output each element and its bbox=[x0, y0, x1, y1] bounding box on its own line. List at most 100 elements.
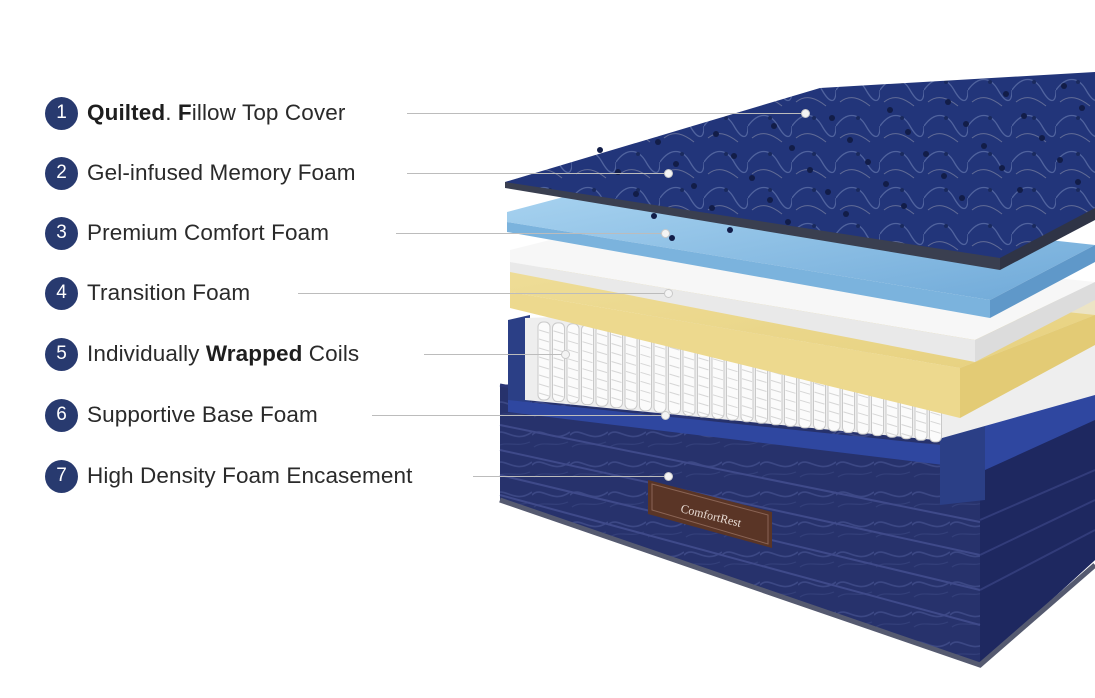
coil-wrap-line bbox=[915, 419, 927, 424]
quilt-tuft bbox=[883, 181, 889, 187]
coil-wrap-line bbox=[799, 399, 811, 404]
coil-wrap-line bbox=[843, 393, 854, 398]
coil-wrap-line bbox=[567, 394, 579, 399]
quilt-tuft bbox=[887, 107, 893, 113]
coil-wrap-line bbox=[553, 393, 564, 398]
coil-wrap-line bbox=[582, 341, 593, 346]
coil-wrap-line bbox=[611, 361, 622, 365]
quilt-tuft bbox=[749, 175, 755, 181]
leader-line bbox=[473, 476, 668, 477]
callout-label-segment: Gel-infused Memory Foam bbox=[87, 160, 356, 185]
quilt-tuft bbox=[1017, 187, 1023, 193]
leader-dot bbox=[664, 289, 673, 298]
coil-wrap-line bbox=[741, 414, 753, 419]
leader-dot bbox=[661, 411, 670, 420]
coil-wrap-line bbox=[669, 382, 680, 387]
quilt-tuft bbox=[597, 147, 603, 153]
coil-wrap-line bbox=[712, 367, 724, 372]
coil-wrap-line bbox=[611, 334, 622, 338]
coil-wrap-line bbox=[698, 384, 709, 389]
leader-dot bbox=[664, 472, 673, 481]
leader-dot bbox=[661, 229, 670, 238]
coil-wrap-line bbox=[712, 403, 724, 408]
coil-wrap-line bbox=[756, 370, 767, 374]
coil-wrap-line bbox=[857, 403, 869, 408]
coil-wrap-line bbox=[654, 363, 666, 368]
quilt-tuft bbox=[727, 227, 733, 233]
coil-wrap-line bbox=[785, 407, 796, 412]
coil-wrap-line bbox=[625, 388, 637, 393]
coil-wrap-line bbox=[741, 378, 753, 383]
coil-wrap-line bbox=[567, 349, 579, 354]
coil-wrap-line bbox=[553, 339, 564, 344]
callout-number-badge: 1 bbox=[45, 96, 78, 130]
callout-number-badge: 2 bbox=[45, 156, 78, 190]
coil-wrap-line bbox=[654, 372, 666, 377]
coil-wrap-line bbox=[596, 387, 608, 392]
coil-wrap-line bbox=[582, 359, 593, 364]
quilt-tuft bbox=[945, 99, 951, 105]
coil-wrap-line bbox=[538, 329, 550, 334]
coil-wrap-line bbox=[886, 423, 898, 428]
coil-wrap-line bbox=[756, 415, 767, 419]
coil-wrap-line bbox=[741, 396, 753, 401]
coil-wrap-line bbox=[872, 404, 883, 409]
coil-wrap-line bbox=[857, 394, 869, 399]
coil-wrap-line bbox=[683, 383, 695, 388]
layer-supportive-base-foam bbox=[508, 315, 1095, 505]
coil-wrap-line bbox=[553, 330, 564, 335]
coil-wrap-line bbox=[582, 350, 593, 355]
coil-wrap-line bbox=[698, 411, 709, 416]
quilt-tuft bbox=[941, 173, 947, 179]
quilt-tuft bbox=[655, 139, 661, 145]
callout-number-badge: 5 bbox=[45, 337, 78, 371]
callout-label: Premium Comfort Foam bbox=[87, 220, 329, 246]
callout-label-segment: Supportive Base Foam bbox=[87, 402, 318, 427]
quilt-tuft bbox=[709, 205, 715, 211]
coil-wrap-line bbox=[756, 388, 767, 392]
coil-wrap-line bbox=[553, 366, 564, 371]
coil-wrap-line bbox=[886, 432, 898, 437]
quilt-tuft bbox=[673, 161, 679, 167]
coil-wrap-line bbox=[930, 429, 941, 434]
callout-label: Supportive Base Foam bbox=[87, 402, 318, 428]
coil-wrap-line bbox=[596, 378, 608, 383]
callout-label-segment: F bbox=[177, 100, 192, 125]
callout-label-segment: Individually bbox=[87, 341, 206, 366]
coil-wrap-line bbox=[727, 386, 738, 391]
coil-wrap-line bbox=[727, 404, 738, 409]
callout-label: Transition Foam bbox=[87, 280, 250, 306]
coil-wrap-line bbox=[669, 391, 680, 396]
leader-dot bbox=[561, 350, 570, 359]
coil-wrap-line bbox=[872, 413, 883, 418]
coil-wrap-line bbox=[582, 386, 593, 391]
coil-wrap-line bbox=[625, 343, 637, 348]
coil-wrap-line bbox=[669, 400, 680, 405]
quilt-tuft bbox=[1039, 135, 1045, 141]
coil-wrap-line bbox=[886, 414, 898, 419]
quilt-tuft bbox=[825, 189, 831, 195]
leader-line bbox=[298, 293, 668, 294]
coil-wrap-line bbox=[567, 376, 579, 381]
callout-label-segment: . bbox=[165, 100, 178, 125]
coil-wrap-line bbox=[712, 412, 724, 417]
coil-wrap-line bbox=[640, 371, 651, 376]
quilt-tuft bbox=[713, 131, 719, 137]
coil-wrap-line bbox=[785, 398, 796, 403]
coil-wrap-line bbox=[625, 379, 637, 384]
coil-wrap-line bbox=[538, 356, 550, 361]
quilt-tuft bbox=[1061, 83, 1067, 89]
coil-wrap-line bbox=[538, 338, 550, 343]
callout-2: 2 Gel-infused Memory Foam bbox=[45, 155, 356, 191]
quilt-tuft bbox=[669, 235, 675, 241]
coil-wrap-line bbox=[669, 346, 680, 351]
quilt-tuft bbox=[999, 165, 1005, 171]
leader-line bbox=[424, 354, 565, 355]
coil-wrap-line bbox=[901, 433, 912, 437]
coil-wrap-line bbox=[567, 385, 579, 390]
coil-wrap-line bbox=[611, 370, 622, 374]
